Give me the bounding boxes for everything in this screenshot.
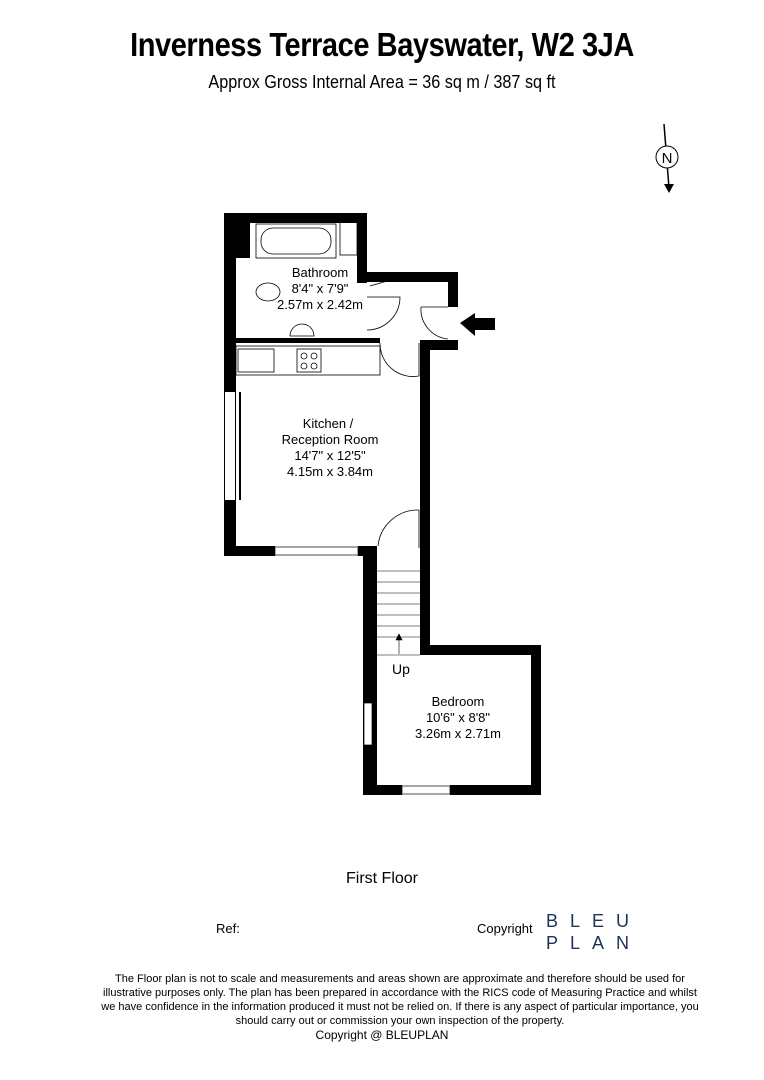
copyright-label: Copyright: [477, 921, 533, 936]
entrance-arrow-icon: [460, 313, 495, 336]
stair-door: [377, 509, 420, 548]
bathtub-inner-icon: [260, 227, 332, 255]
bathtub-icon: [255, 223, 337, 259]
kitchen-door: [379, 342, 420, 377]
bleuplan-logo: BLEU PLAN: [546, 911, 642, 953]
stairs-up-label: Up: [392, 661, 410, 677]
svg-text:Kitchen /: Kitchen /: [303, 416, 354, 431]
ref-label: Ref:: [216, 921, 240, 936]
kitchen-counter: [235, 345, 381, 376]
windows: [225, 392, 451, 795]
room-bedroom: Bedroom 10'6" x 8'8" 3.26m x 2.71m: [415, 694, 501, 741]
floor-plan-drawing: N: [224, 123, 679, 795]
svg-text:10'6" x 8'8": 10'6" x 8'8": [426, 710, 490, 725]
svg-text:Bathroom: Bathroom: [292, 265, 348, 280]
svg-text:4.15m x 3.84m: 4.15m x 3.84m: [287, 464, 373, 479]
floor-label: First Floor: [346, 870, 418, 887]
svg-text:3.26m x 2.71m: 3.26m x 2.71m: [415, 726, 501, 741]
disclaimer-text: The Floor plan is not to scale and measu…: [101, 973, 699, 1027]
toilet-icon: [255, 282, 281, 302]
entrance-door: [420, 306, 449, 340]
svg-text:Bedroom: Bedroom: [432, 694, 485, 709]
fixtures: [235, 221, 449, 548]
sink-icon: [289, 323, 315, 337]
staircase: [377, 570, 420, 656]
svg-text:14'7" x 12'5": 14'7" x 12'5": [294, 448, 366, 463]
room-bathroom: Bathroom 8'4" x 7'9" 2.57m x 2.42m: [277, 265, 363, 312]
hob-icon: [296, 348, 322, 373]
room-kitchen-reception: Kitchen / Reception Room 14'7" x 12'5" 4…: [282, 416, 379, 479]
area-subtitle: Approx Gross Internal Area = 36 sq m / 3…: [208, 72, 556, 92]
bathroom-door: [366, 296, 401, 331]
copyright-line: Copyright @ BLEUPLAN: [315, 1028, 449, 1042]
svg-text:8'4" x 7'9": 8'4" x 7'9": [292, 281, 349, 296]
kitchen-sink-icon: [237, 348, 275, 373]
page-title: Inverness Terrace Bayswater, W2 3JA: [130, 26, 634, 63]
svg-text:2.57m x 2.42m: 2.57m x 2.42m: [277, 297, 363, 312]
svg-text:N: N: [662, 150, 673, 167]
north-compass-icon: N: [655, 123, 679, 193]
svg-text:Reception Room: Reception Room: [282, 432, 379, 447]
